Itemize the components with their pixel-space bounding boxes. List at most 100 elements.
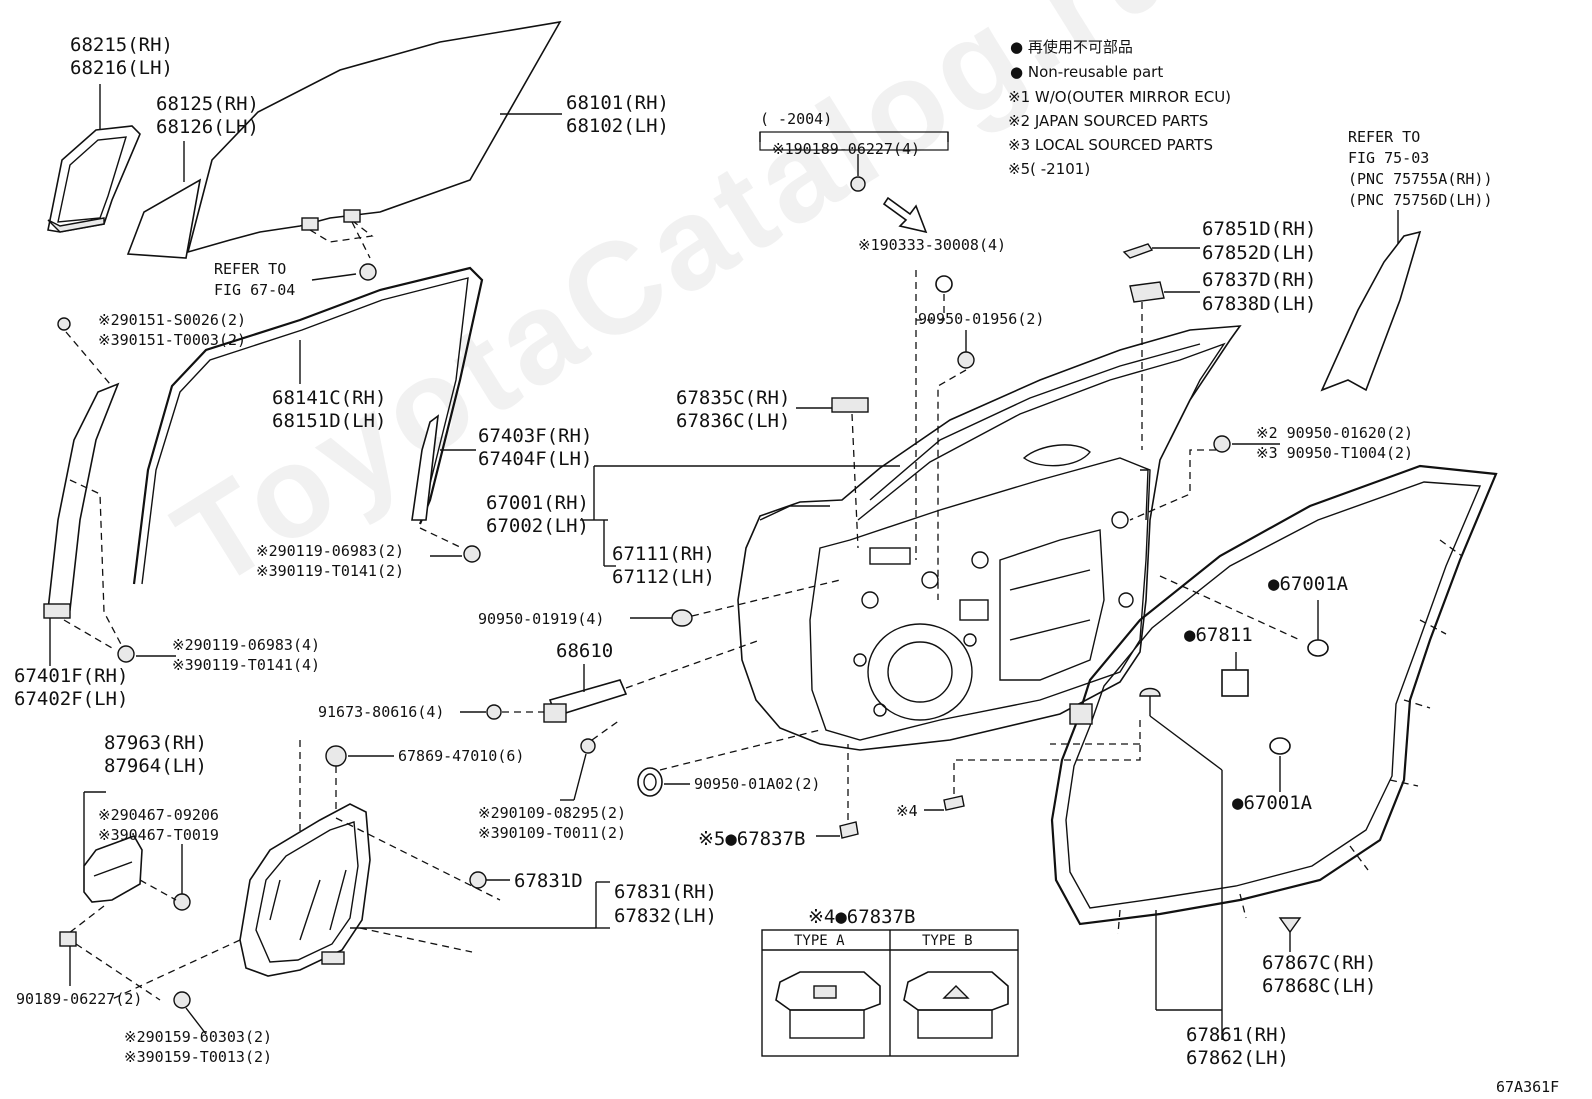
label-refer-6704-a: REFER TO <box>214 260 287 278</box>
seal-01A02 <box>637 767 663 797</box>
label-67111: 67111(RH) <box>612 543 715 565</box>
bracket-67835 <box>831 397 869 413</box>
label-90333: ※190333-30008(4) <box>858 236 1007 254</box>
label-90109-t0011: ※390109-T0011(2) <box>478 824 627 842</box>
pad-67811 <box>1221 669 1249 697</box>
clip-67837b <box>839 821 859 839</box>
type-box-title: ※4●67837B <box>808 906 916 928</box>
label-67869-47010: 67869-47010(6) <box>398 747 525 765</box>
label-68216: 68216(LH) <box>70 57 173 79</box>
glass-clip <box>301 217 319 231</box>
clip-67831d <box>469 871 487 889</box>
legend-nonreusable-jp: ● 再使用不可部品 <box>1010 38 1133 56</box>
label-refer-7503-a: REFER TO <box>1348 128 1421 146</box>
label-90950-t1004: ※3 90950-T1004(2) <box>1256 444 1414 462</box>
label-90950-01919: 90950-01919(4) <box>478 610 605 628</box>
label-67404f: 67404F(LH) <box>478 448 593 470</box>
pad-67001A <box>1269 737 1291 755</box>
label-90159-60303: ※290159-60303(2) <box>124 1028 273 1046</box>
label-90950-01956: 90950-01956(2) <box>918 310 1045 328</box>
label-90467-t0019: ※390467-T0019 <box>98 826 219 844</box>
label-67001a-lower: ●67001A <box>1232 792 1313 814</box>
label-87963: 87963(RH) <box>104 732 207 754</box>
clip-67837b <box>943 795 965 811</box>
label-68101: 68101(RH) <box>566 92 669 114</box>
label-67867c: 67867C(RH) <box>1262 952 1377 974</box>
bolt <box>117 645 135 663</box>
label-pnc-75756d: (PNC 75756D(LH)) <box>1348 191 1493 209</box>
legend-note-2: ※2 JAPAN SOURCED PARTS <box>1008 112 1209 130</box>
pad-67001A <box>1307 639 1329 657</box>
label-67811: ●67811 <box>1184 624 1253 646</box>
label-87964: 87964(LH) <box>104 755 207 777</box>
clip-67851 <box>1122 243 1154 259</box>
label-68126: 68126(LH) <box>156 116 259 138</box>
label-67862: 67862(LH) <box>1186 1047 1289 1069</box>
label-67001: 67001(RH) <box>486 492 589 514</box>
door-trim-board <box>239 803 371 977</box>
label-90151-s0026: ※290151-S0026(2) <box>98 311 247 329</box>
label-68125: 68125(RH) <box>156 93 259 115</box>
label-90109-08295: ※290109-08295(2) <box>478 804 627 822</box>
label-67831: 67831(RH) <box>614 881 717 903</box>
label-pnc-75755a: (PNC 75755A(RH)) <box>1348 170 1493 188</box>
label-67868c: 67868C(LH) <box>1262 975 1377 997</box>
bolt-90189 <box>850 176 866 192</box>
label-67838d: 67838D(LH) <box>1202 293 1317 315</box>
door-weatherstrip <box>1050 464 1498 926</box>
label-67851d: 67851D(RH) <box>1202 218 1317 240</box>
label-90950-01a02: 90950-01A02(2) <box>694 775 821 793</box>
bracket <box>43 603 71 619</box>
door-shell <box>737 325 1242 751</box>
label-91673-80616: 91673-80616(4) <box>318 703 445 721</box>
bolt-91673 <box>486 704 502 720</box>
label-note-4: ※4 <box>896 802 918 820</box>
rear-division-bar <box>411 414 440 521</box>
label-67837b: ※5●67837B <box>698 828 806 850</box>
label-90950-01620: ※2 90950-01620(2) <box>1256 424 1414 442</box>
label-90119-t0141-2: ※390119-T0141(2) <box>256 562 405 580</box>
label-90151-t0003: ※390151-T0003(2) <box>98 331 247 349</box>
label-68610: 68610 <box>556 640 614 662</box>
mirror-garnish <box>1320 230 1422 392</box>
clip-67867c <box>1278 917 1302 934</box>
bolt-90109 <box>580 738 596 754</box>
clip-67867c <box>1139 687 1161 697</box>
label-90119-06983-4: ※290119-06983(4) <box>172 636 321 654</box>
label-90119-06983-2: ※290119-06983(2) <box>256 542 405 560</box>
bolt <box>463 545 481 563</box>
label-67837d: 67837D(RH) <box>1202 269 1317 291</box>
direction-arrow <box>882 196 928 234</box>
quarter-window-frame <box>47 125 141 233</box>
label-90189-06227-2: 90189-06227(2) <box>16 990 143 1008</box>
legend-note-1: ※1 W/O(OUTER MIRROR ECU) <box>1008 88 1232 106</box>
glass-run-channel <box>132 266 484 585</box>
label-67831d: 67831D <box>514 870 583 892</box>
glass-clip <box>343 209 361 223</box>
legend-nonreusable-en: ● Non-reusable part <box>1010 63 1164 81</box>
label-67835c: 67835C(RH) <box>676 387 791 409</box>
label-67001a-upper: ●67001A <box>1268 573 1349 595</box>
label-67861: 67861(RH) <box>1186 1024 1289 1046</box>
label-67402f: 67402F(LH) <box>14 688 129 710</box>
label-68215: 68215(RH) <box>70 34 173 56</box>
fixed-glass <box>126 178 202 259</box>
figure-code: 67A361F <box>1496 1078 1560 1096</box>
weatherstrip-clip <box>1069 703 1093 725</box>
clip-90333 <box>935 275 953 293</box>
clip-90189 <box>59 931 77 947</box>
label-67112: 67112(LH) <box>612 566 715 588</box>
label-refer-6704-b: FIG 67-04 <box>214 281 296 299</box>
label-year-2004: ( -2004) <box>760 110 833 128</box>
label-67832: 67832(LH) <box>614 905 717 927</box>
label-90189-06227-4: ※190189-06227(4) <box>772 140 921 158</box>
label-67836c: 67836C(LH) <box>676 410 791 432</box>
screw-90159 <box>173 991 191 1009</box>
plug-01919 <box>671 609 693 627</box>
front-division-bar <box>47 382 120 611</box>
type-b-label: TYPE B <box>922 933 973 949</box>
bracket-67837d <box>1129 281 1165 303</box>
nut-90467 <box>173 893 191 911</box>
door-glass <box>186 20 562 254</box>
